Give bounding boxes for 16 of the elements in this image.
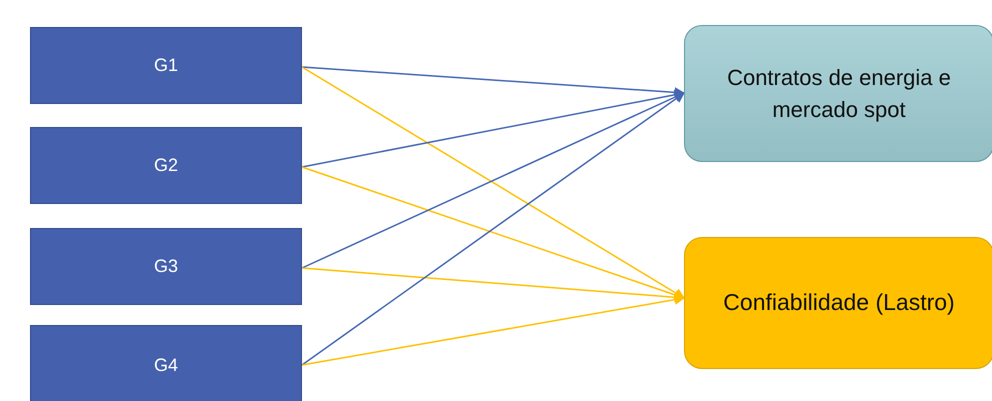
node-label: Contratos de energia e mercado spot [726,64,952,124]
node-label: G4 [152,354,179,376]
reliability-box [684,237,992,369]
arrow [302,66,685,299]
node-label: Confiabilidade (Lastro) [722,288,956,318]
arrow [302,92,685,366]
generator-box [30,127,302,204]
node-label: G2 [152,155,179,176]
generator-box [30,27,302,104]
arrow [302,294,686,366]
arrow [302,90,686,168]
node-label: G1 [152,55,179,76]
generator-box [30,325,302,401]
generator-box [30,228,302,305]
market-box [684,25,992,162]
node-label: G3 [152,256,179,277]
